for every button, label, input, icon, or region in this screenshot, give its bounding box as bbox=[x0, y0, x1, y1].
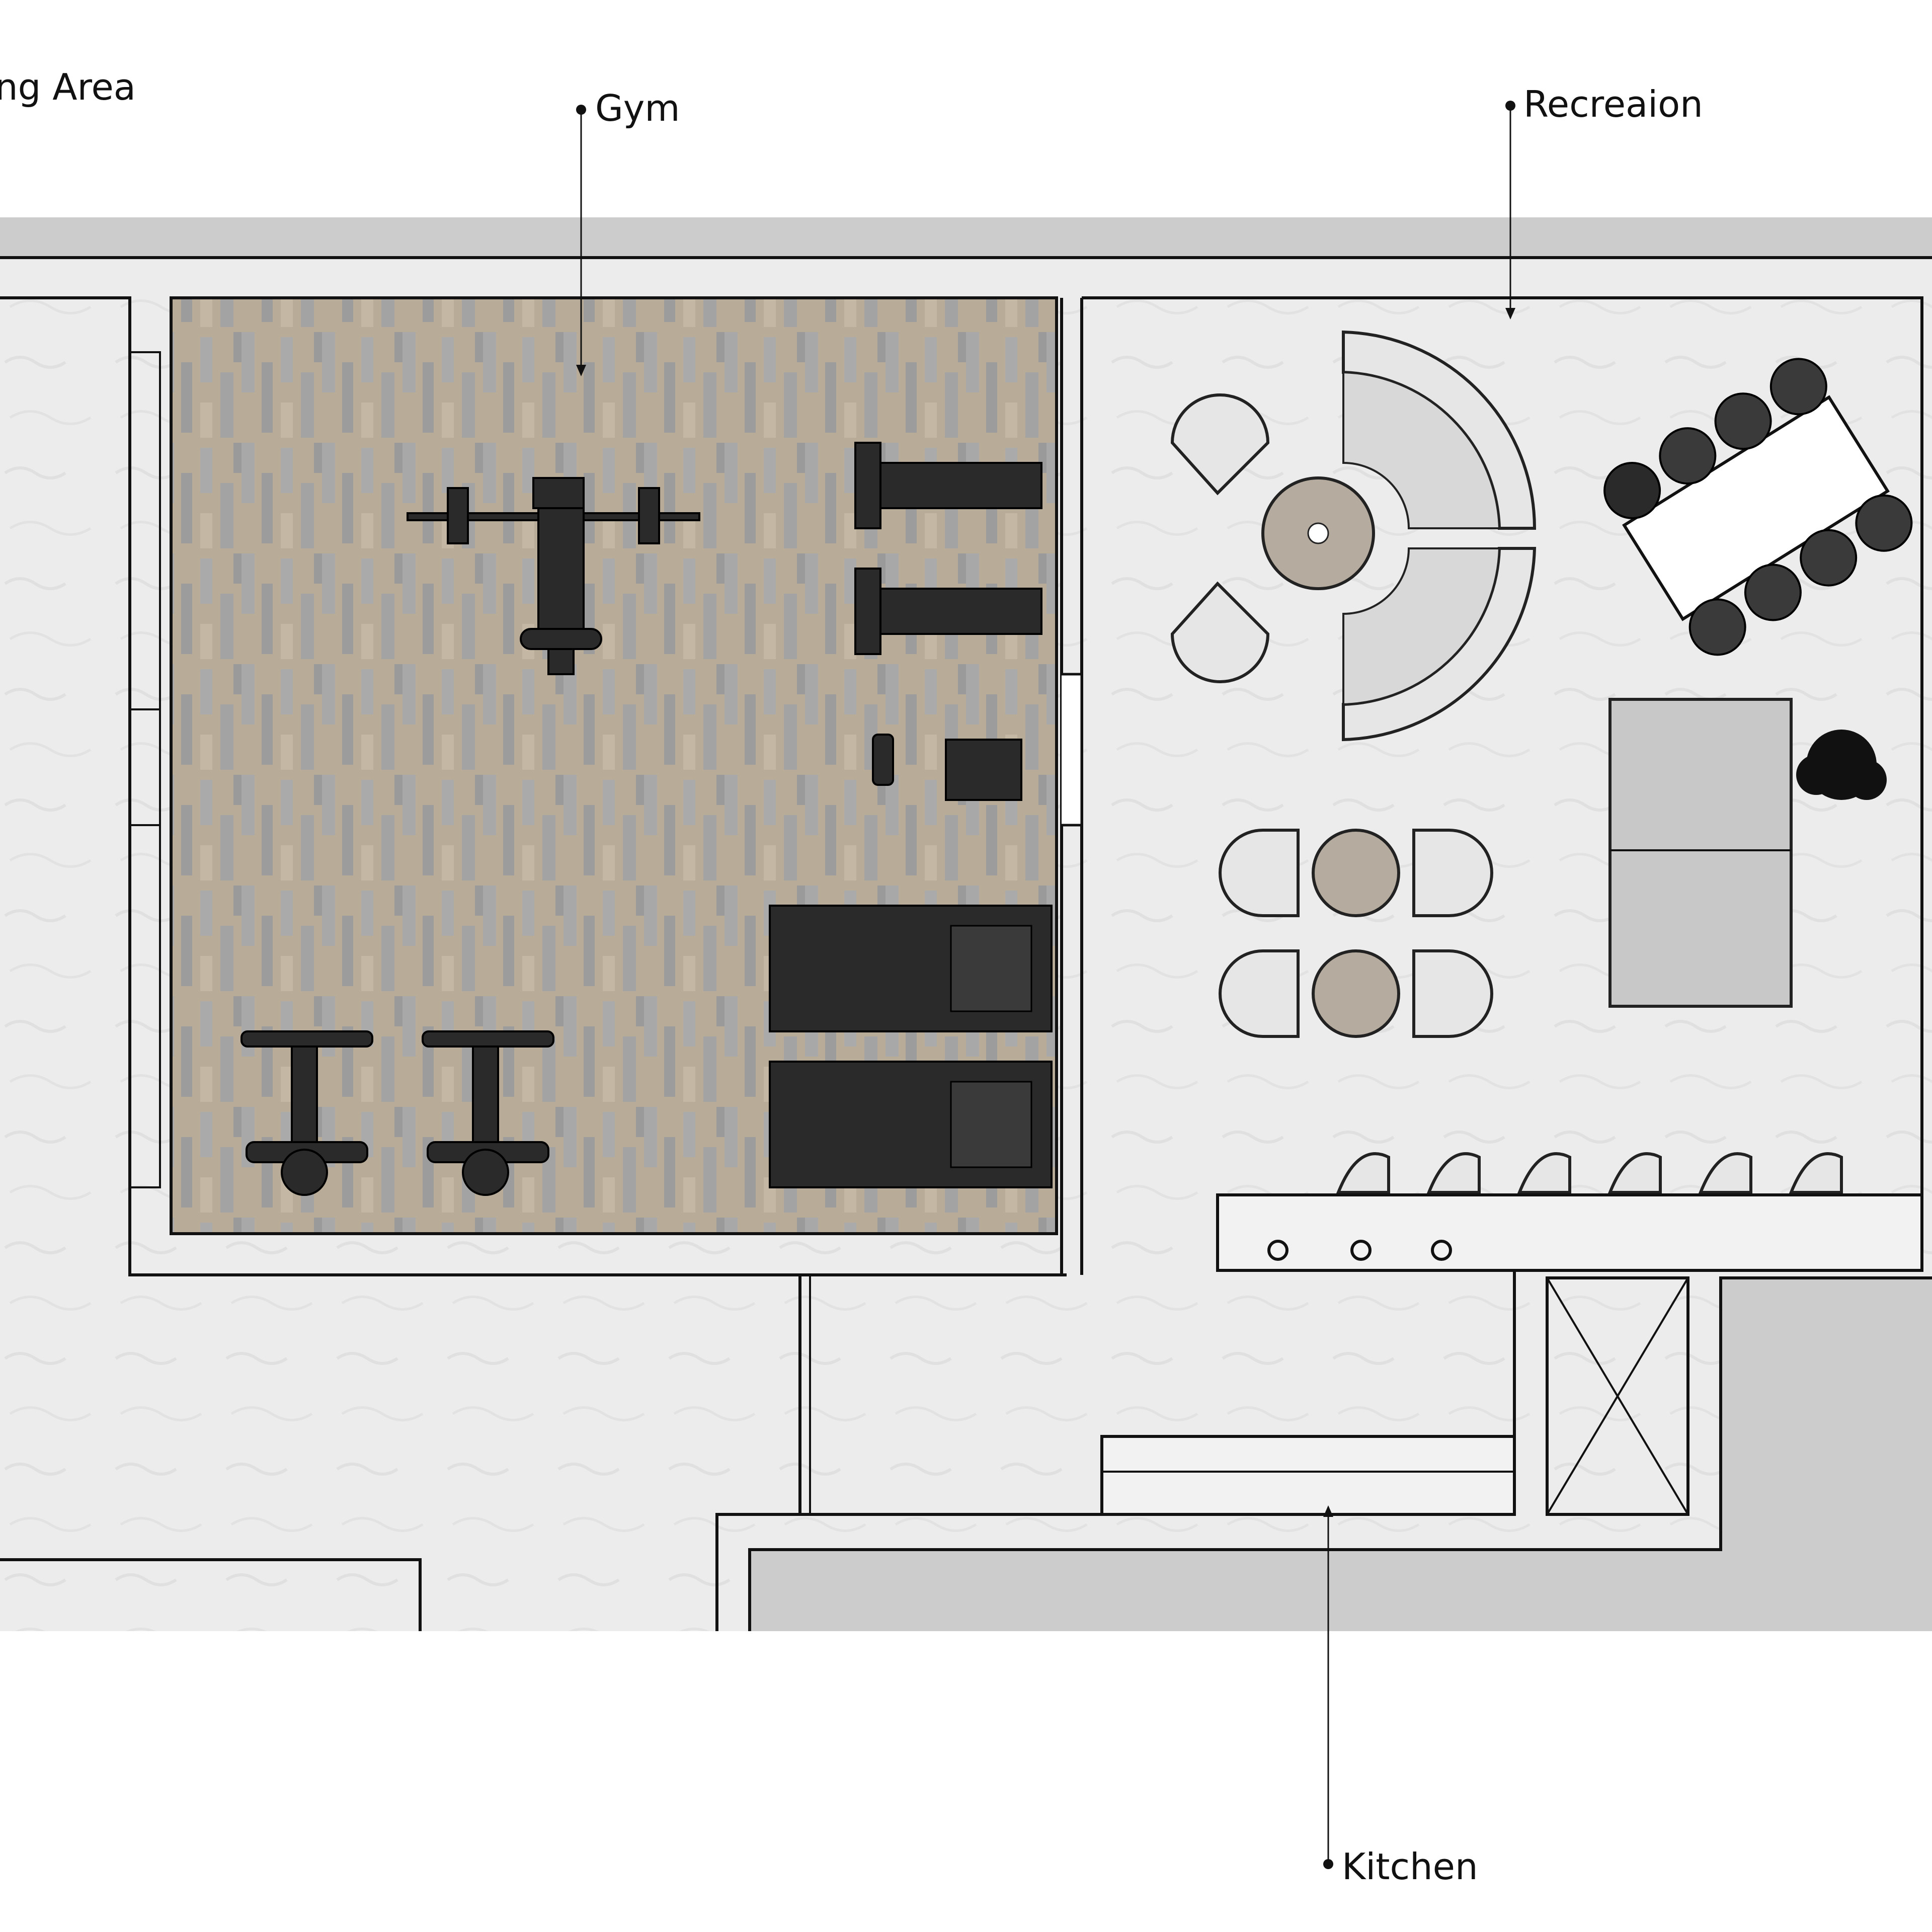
label-kitchen: Kitchen bbox=[1342, 1845, 1478, 1888]
exercise-bike-icon bbox=[240, 1030, 554, 1196]
gym-room bbox=[0, 296, 1083, 1276]
kitchen-shaft bbox=[1546, 1276, 1689, 1516]
dumbbell-icon bbox=[872, 734, 1022, 801]
round-table-icon bbox=[1261, 476, 1375, 590]
rug-icon bbox=[1608, 698, 1793, 1008]
gym-leader bbox=[576, 105, 586, 376]
plant-icon bbox=[1796, 730, 1887, 800]
treadmill-icon bbox=[769, 905, 1053, 1188]
curved-sofa-icon bbox=[1342, 330, 1537, 742]
dining-table-icon bbox=[1603, 358, 1913, 656]
recreation-room bbox=[1082, 296, 1923, 1272]
label-gym: Gym bbox=[595, 87, 680, 129]
kitchen-counter bbox=[1100, 1435, 1516, 1516]
kitchen-leader bbox=[1323, 1505, 1333, 1869]
top-slab bbox=[0, 217, 1932, 258]
recreation-leader bbox=[1505, 101, 1515, 319]
bench-press-icon bbox=[407, 477, 700, 675]
right-slab bbox=[1721, 1278, 1932, 1550]
label-dining-area: ng Area bbox=[0, 66, 136, 108]
bottom-slab bbox=[750, 1550, 1932, 1631]
label-recreation: Recreaion bbox=[1523, 83, 1703, 125]
leg-press-icon bbox=[854, 442, 1042, 655]
kitchen-area bbox=[1100, 1270, 1689, 1516]
bar-counter bbox=[1216, 1193, 1923, 1272]
lounge-chair-icon bbox=[1170, 393, 1270, 683]
bar-stool-icon bbox=[1336, 1152, 1843, 1194]
small-table-set bbox=[1219, 829, 1493, 1038]
